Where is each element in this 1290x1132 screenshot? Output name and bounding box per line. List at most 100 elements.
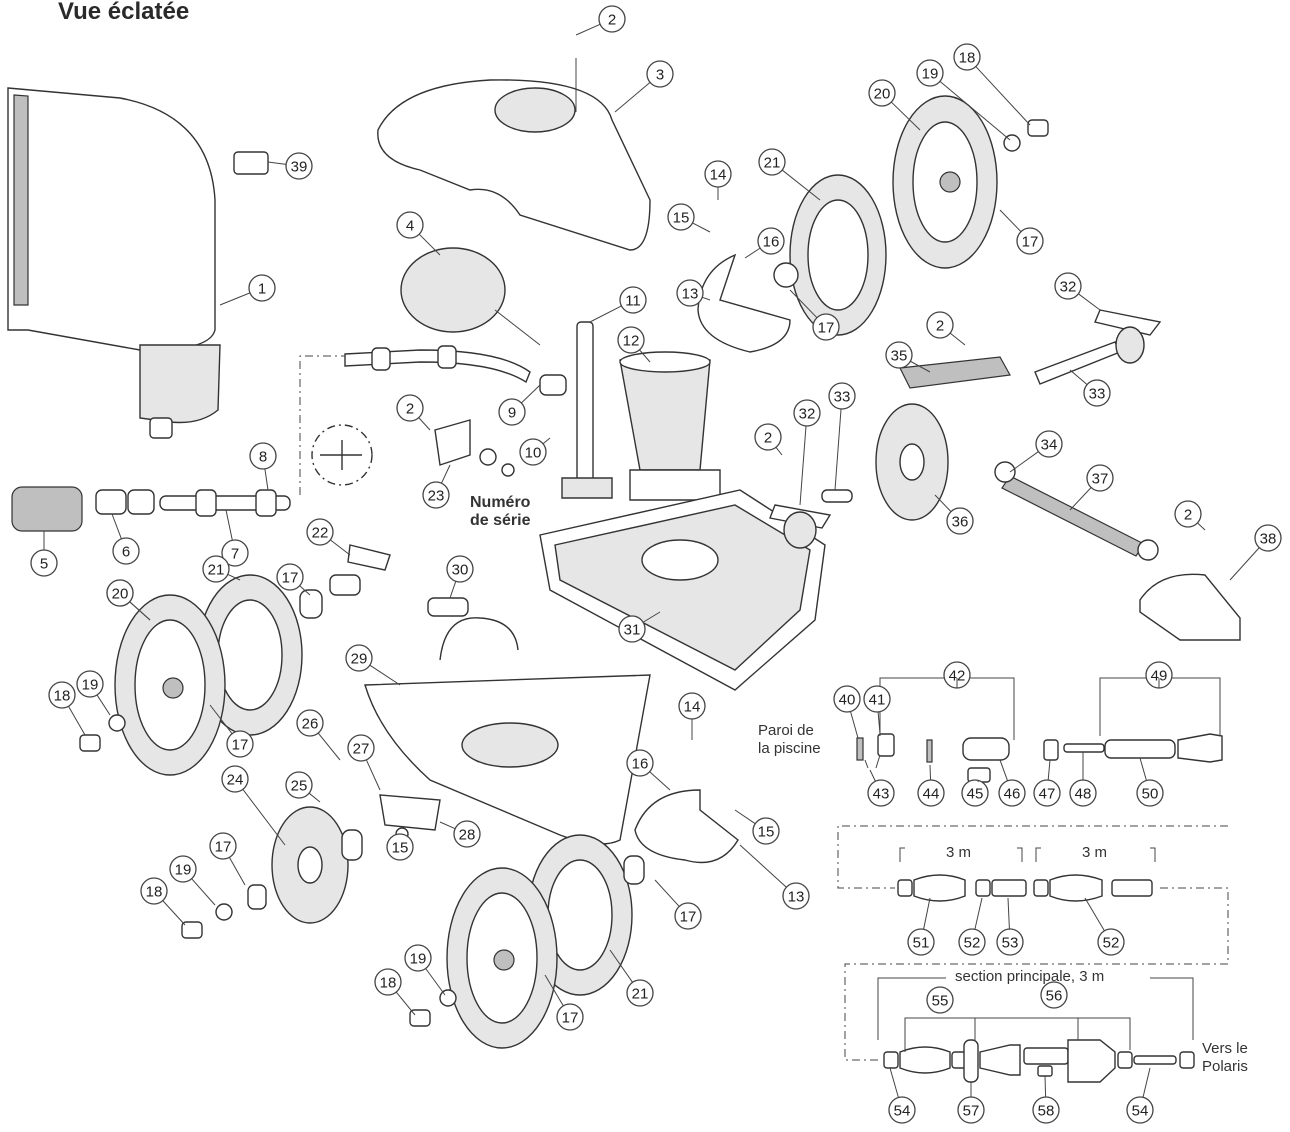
callout-circle <box>347 734 375 762</box>
callout-leader-3 <box>614 82 651 113</box>
callout-circle <box>1032 1096 1060 1124</box>
callout-number: 44 <box>923 786 940 803</box>
callout-circle <box>1054 272 1082 300</box>
callout-41: 41 <box>863 685 891 713</box>
callout-circle <box>453 820 481 848</box>
callout-leader-17 <box>654 879 680 907</box>
callout-circle <box>626 979 654 1007</box>
callout-53: 53 <box>996 928 1024 956</box>
part-30-swivel <box>427 597 519 661</box>
callout-leader-23 <box>441 464 451 484</box>
callout-leader-11 <box>589 305 622 323</box>
callout-number: 30 <box>452 562 469 579</box>
callout-number: 56 <box>1046 988 1063 1005</box>
callout-leader-8 <box>264 468 269 491</box>
part-32-bracket <box>769 309 1162 549</box>
callout-17: 17 <box>556 1003 584 1031</box>
leader-lines <box>43 23 1260 1098</box>
callout-leader-2 <box>418 417 431 431</box>
callout-25: 25 <box>285 771 313 799</box>
callout-circle <box>916 59 944 87</box>
callout-number: 17 <box>818 320 835 337</box>
callout-27: 27 <box>347 734 375 762</box>
callout-40: 40 <box>833 685 861 713</box>
callout-leader-13 <box>702 296 711 301</box>
callout-number: 4 <box>406 218 414 235</box>
callout-17: 17 <box>812 313 840 341</box>
callout-leader-51 <box>923 897 931 930</box>
part-11-column <box>539 321 613 499</box>
callout-circle <box>674 902 702 930</box>
callout-number: 52 <box>1103 935 1120 952</box>
callout-number: 33 <box>834 389 851 406</box>
callout-leader-33 <box>1069 369 1088 385</box>
callout-circle <box>1086 464 1114 492</box>
part-6-spring-fitting <box>95 489 155 515</box>
callout-17: 17 <box>1016 227 1044 255</box>
callout-32: 32 <box>1054 272 1082 300</box>
callout-circle <box>958 928 986 956</box>
callout-number: 18 <box>54 688 71 705</box>
callout-14: 14 <box>678 692 706 720</box>
callout-18: 18 <box>48 681 76 709</box>
callout-18: 18 <box>374 968 402 996</box>
callout-circle <box>202 555 230 583</box>
callout-15: 15 <box>667 203 695 231</box>
callout-number: 31 <box>624 622 641 639</box>
callout-circle <box>828 382 856 410</box>
callout-leader-53 <box>1007 897 1010 930</box>
callout-leader-50 <box>1139 757 1147 781</box>
callout-circle <box>396 211 424 239</box>
callout-number: 19 <box>82 677 99 694</box>
callout-number: 21 <box>764 155 781 172</box>
callout-leader-20 <box>890 101 921 131</box>
callout-number: 17 <box>232 737 249 754</box>
callout-leader-37 <box>1069 487 1092 511</box>
callout-52: 52 <box>958 928 986 956</box>
callout-56: 56 <box>1040 981 1068 1009</box>
callout-circle <box>863 685 891 713</box>
callout-circle <box>446 555 474 583</box>
callout-leader-32 <box>799 425 807 506</box>
callout-45: 45 <box>961 779 989 807</box>
callout-leader-25 <box>308 792 321 803</box>
part-4-float <box>400 247 541 346</box>
callout-circle <box>76 670 104 698</box>
callout-number: 7 <box>231 546 239 563</box>
callout-7: 7 <box>221 539 249 567</box>
callout-16: 16 <box>626 749 654 777</box>
callout-15: 15 <box>386 833 414 861</box>
callout-number: 15 <box>673 210 690 227</box>
part-29-lower-cover <box>364 674 651 845</box>
callout-18: 18 <box>953 43 981 71</box>
callout-leader-9 <box>521 384 541 404</box>
callout-23: 23 <box>422 481 450 509</box>
callout-number: 46 <box>1004 786 1021 803</box>
callout-leader-26 <box>317 732 341 761</box>
callout-circle <box>374 968 402 996</box>
to-polaris-label: Vers le Polaris <box>1202 1040 1248 1075</box>
callout-leader-2 <box>1197 522 1206 531</box>
callout-leader-15 <box>734 809 756 825</box>
callout-leader-54 <box>1142 1067 1151 1098</box>
callout-17: 17 <box>209 832 237 860</box>
callout-19: 19 <box>76 670 104 698</box>
callout-leader-44 <box>929 764 932 781</box>
callout-leader-17 <box>544 974 564 1007</box>
callout-leader-52 <box>1084 897 1105 932</box>
callout-number: 50 <box>1142 786 1159 803</box>
callout-4: 4 <box>396 211 424 239</box>
callout-number: 32 <box>1060 279 1077 296</box>
callout-circle <box>598 5 626 33</box>
callout-38: 38 <box>1254 524 1282 552</box>
callout-number: 11 <box>625 293 641 310</box>
callout-48: 48 <box>1069 779 1097 807</box>
callout-number: 17 <box>1022 234 1039 251</box>
hose-length-label-2: 3 m <box>1082 844 1108 861</box>
callout-31: 31 <box>618 615 646 643</box>
callout-leader-17 <box>228 857 246 886</box>
callout-circle <box>519 438 547 466</box>
callout-leader-18 <box>68 706 86 736</box>
